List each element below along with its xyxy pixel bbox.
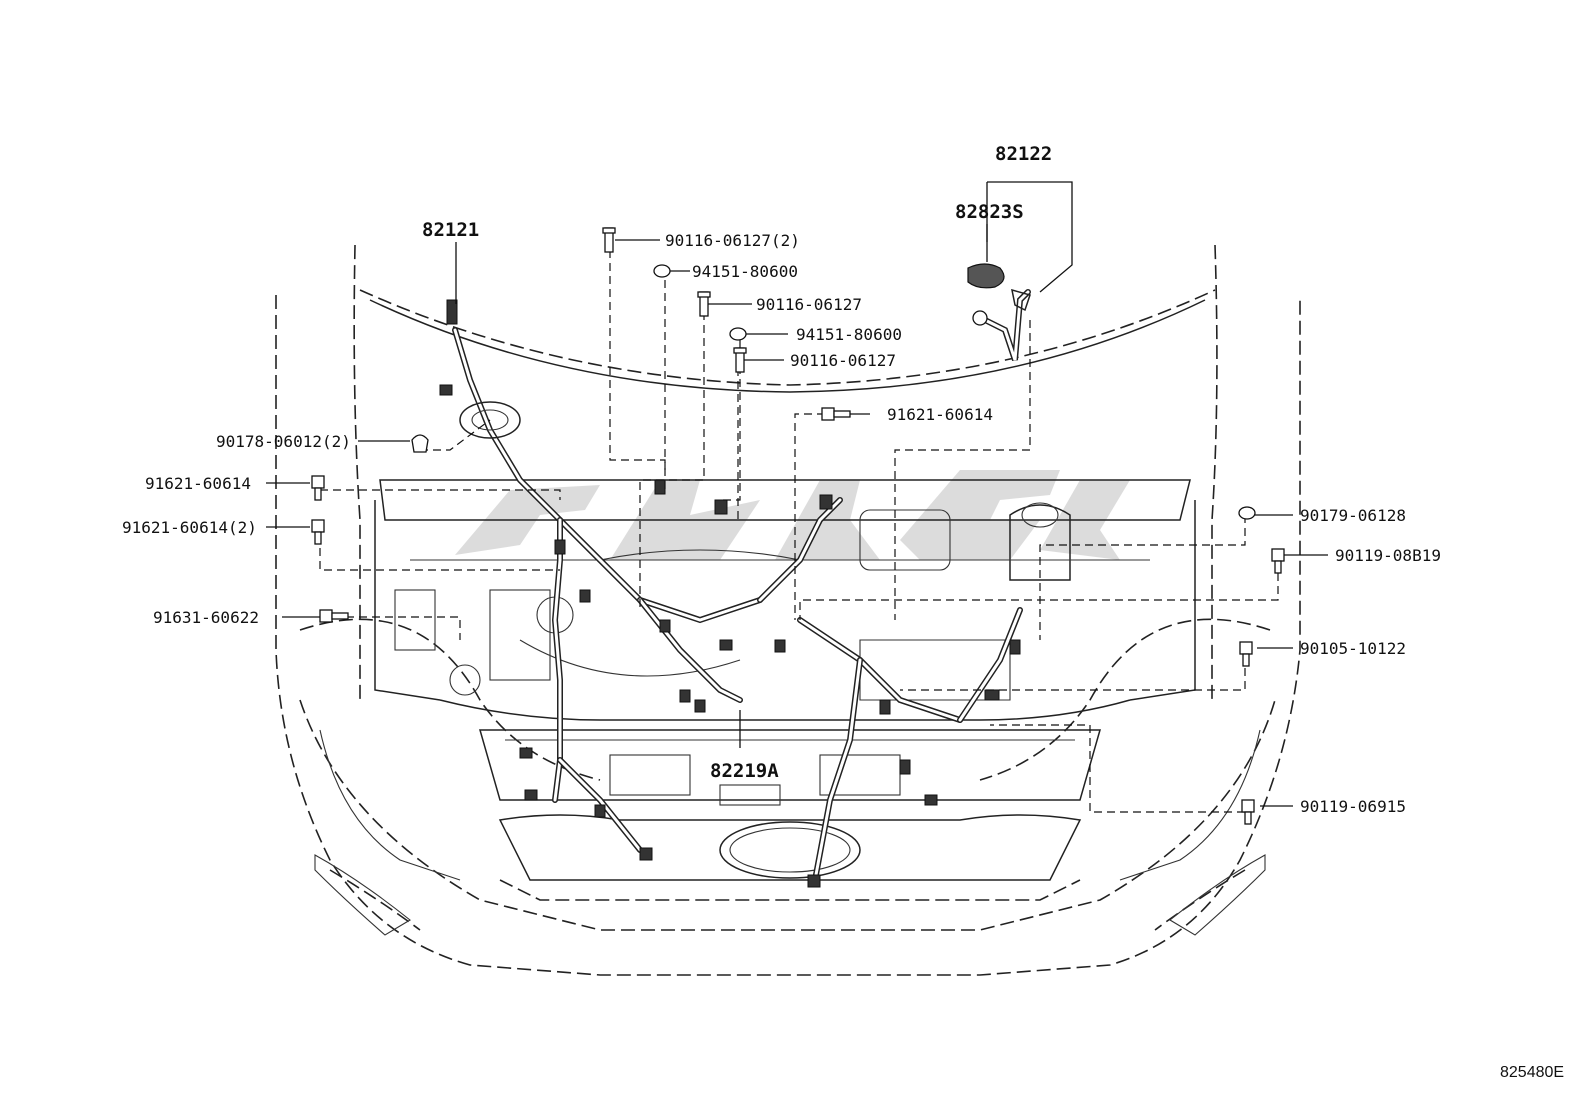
bolt-icon	[311, 519, 325, 545]
part-labels: 82121 82122 82823S 82219A 90116-06127(2)…	[122, 143, 1564, 1081]
label-90179-06128: 90179-06128	[1300, 506, 1406, 525]
label-82122: 82122	[995, 143, 1052, 165]
leader-lines	[266, 181, 1328, 813]
battery-cable	[972, 288, 1031, 361]
engine-bay	[314, 299, 1266, 936]
nut-icon	[1238, 506, 1256, 520]
label-82219a: 82219A	[710, 760, 779, 782]
stud-bolt-icon	[697, 291, 711, 317]
label-90116-06127-2: 90116-06127(2)	[665, 231, 800, 250]
label-91621-60614-b: 91621-60614	[145, 474, 251, 493]
bolt-icon	[1239, 641, 1253, 667]
bolt-icon	[1271, 548, 1285, 574]
bolt-icon	[821, 407, 851, 421]
label-90116-06127-a: 90116-06127	[756, 295, 862, 314]
engine-wire-harness	[439, 299, 1023, 888]
bolt-icon	[1241, 799, 1255, 825]
label-90178-06012-2: 90178-06012(2)	[216, 432, 351, 451]
label-90119-06915: 90119-06915	[1300, 797, 1406, 816]
connectors	[439, 299, 1021, 888]
label-82823s: 82823S	[955, 201, 1024, 223]
label-91631-60622: 91631-60622	[153, 608, 259, 627]
label-90119-08b19: 90119-08B19	[1335, 546, 1441, 565]
label-91621-60614-2: 91621-60614(2)	[122, 518, 257, 537]
terminal-cover	[967, 263, 1005, 289]
fasteners	[311, 227, 1285, 825]
nut-icon	[653, 264, 671, 278]
figure-number: 825480E	[1500, 1064, 1564, 1081]
label-94151-80600-b: 94151-80600	[796, 325, 902, 344]
label-90116-06127-b: 90116-06127	[790, 351, 896, 370]
vehicle-body-outline	[275, 244, 1301, 976]
label-91621-60614-a: 91621-60614	[887, 405, 993, 424]
bolt-icon	[311, 475, 325, 501]
clip-icon	[411, 434, 429, 453]
label-82121: 82121	[422, 219, 479, 241]
label-94151-80600-a: 94151-80600	[692, 262, 798, 281]
label-90105-10122: 90105-10122	[1300, 639, 1406, 658]
stud-bolt-icon	[733, 347, 747, 373]
stud-bolt-icon	[602, 227, 616, 253]
nut-icon	[729, 327, 747, 341]
bolt-icon	[319, 609, 349, 623]
